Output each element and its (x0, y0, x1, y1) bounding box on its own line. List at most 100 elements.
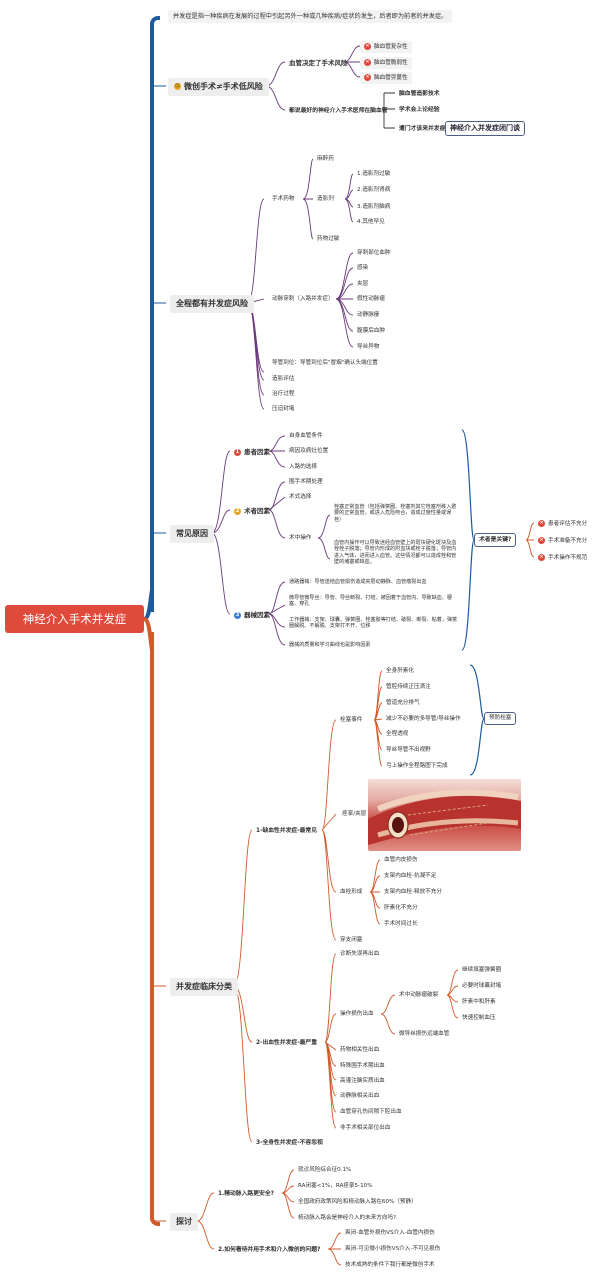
bleed-operation-node[interactable]: 操作损伤出血 (340, 1011, 374, 1017)
embolism-item-4[interactable]: 减少不必要的多导管/导丝操作 (386, 716, 461, 722)
systemic-group-node[interactable]: 3-全身性并发症-不容忽视 (256, 1140, 323, 1146)
rupture-item-3[interactable]: 肝素中和肝素 (462, 999, 496, 1005)
best-doctor-item-2[interactable]: 学术会上论经验 (399, 107, 440, 113)
device-item-3[interactable]: 工作器械：支架、球囊、弹簧圈、栓塞胶等打结、破裂、断裂、粘着，弹簧圈解脱、不解脱… (289, 617, 458, 630)
key-item-2[interactable]: ×手术准备不充分 (538, 537, 588, 544)
bleed-item-5[interactable]: 血管穿孔伤间隙下腔出血 (340, 1109, 402, 1115)
contrast-item-4[interactable]: 4.其他罕见 (357, 219, 385, 225)
wire-injury-node[interactable]: 微导丝损伤远端血管 (399, 1031, 450, 1037)
contrast-item-1[interactable]: 1.造影剂过敏 (357, 171, 391, 177)
vessel-risk-node[interactable]: 血管决定了手术风险 (289, 59, 348, 67)
doctor-item-2[interactable]: 术式选择 (289, 494, 312, 500)
thrombosis-item-1[interactable]: 血管内皮损伤 (384, 857, 418, 863)
doctor-item-1[interactable]: 围手术期处理 (289, 479, 323, 485)
contrast-node[interactable]: 造影剂 (317, 196, 334, 202)
drug-allergy-node[interactable]: 药物过敏 (317, 236, 340, 242)
best-doctor-item-3[interactable]: 遭门才该来并发症 (399, 126, 446, 132)
thrombosis-node[interactable]: 血栓形成 (340, 889, 363, 895)
contrast-item-2[interactable]: 2.造影剂肾病 (357, 187, 391, 193)
embolism-item-2[interactable]: 管腔持续正压滴注 (386, 684, 431, 690)
doctor-item-3[interactable]: 术中操作 (289, 535, 312, 541)
intra-op-detail-2: 血管内操作可以导致迷经血管壁上的斑块硬化斑块及血栓栓子脱落；导管内形成的附血块或… (334, 540, 457, 566)
bleed-item-6[interactable]: 非手术相关部位出血 (340, 1125, 391, 1131)
contrast-item-3[interactable]: 3.造影剂脑病 (357, 204, 391, 210)
catheter-position-node[interactable]: 导管到位：导管到位后"冒烟"确认头端位置 (272, 360, 378, 366)
x-circle-icon: × (538, 537, 545, 544)
treatment-process-node[interactable]: 治疗过程 (272, 391, 295, 397)
embolism-item-6[interactable]: 导丝导管不出视野 (386, 747, 431, 753)
closed-door-talk-box[interactable]: 神经介入并发症闭门谈 (445, 121, 525, 136)
bleed-item-3[interactable]: 高灌注脑实质出血 (340, 1078, 385, 1084)
section-common-causes[interactable]: 常见原因 (170, 525, 214, 543)
prevent-embolism-box[interactable]: 预防栓塞 (484, 712, 517, 725)
section-minimal-invasive[interactable]: ☹微创手术≠手术低风险 (168, 78, 269, 96)
hemorrhagic-group-node[interactable]: 2-出血性并发症-最严重 (256, 1040, 318, 1046)
blue-branch-bar (150, 16, 160, 612)
section-full-risk[interactable]: 全程都有并发症风险 (170, 295, 254, 313)
vessel-risk-item-3[interactable]: ×脑血管弥蔓性 (360, 72, 412, 84)
embolism-item-3[interactable]: 管道充分排气 (386, 700, 420, 706)
embolism-item-1[interactable]: 全身肝素化 (386, 668, 414, 674)
q1-item-3[interactable]: 全国政府政策风险和桡动脉入路在60%（预静） (298, 1199, 417, 1205)
section-clinical-classification[interactable]: 并发症临床分类 (170, 978, 238, 996)
q2-item-1[interactable]: 爽闭-血管外损伤VS介入-血管内损伤 (345, 1230, 435, 1236)
surgeon-key-box[interactable]: 术者是关键? (474, 533, 517, 547)
q1-item-2[interactable]: RA闭塞<1%，RA痉挛5-10% (298, 1183, 373, 1189)
bleed-item-4[interactable]: 动静脉相关出血 (340, 1093, 380, 1099)
puncture-item-4[interactable]: 假性动脉瘤 (357, 296, 385, 302)
device-item-1[interactable]: 通路器械：导管送结血管损伤造成夹层动静脉、血管瘤裂出血 (289, 579, 427, 585)
vessel-risk-item-1[interactable]: ×脑血管复杂性 (360, 41, 412, 53)
angiography-eval-node[interactable]: 造影评估 (272, 376, 295, 382)
question-2-node[interactable]: 2.如何看待并用手术和介入微创的问题? (218, 1247, 321, 1253)
best-doctor-node[interactable]: 都说最好的神经介入手术医师在脑血管 (289, 108, 388, 114)
bleed-item-2[interactable]: 特殊围手术期出血 (340, 1063, 385, 1069)
bleed-misdiagnosis[interactable]: 诊断失误再出血 (340, 951, 380, 957)
thrombosis-item-5[interactable]: 手术时间过长 (384, 921, 418, 927)
warning-face-icon: ☹ (174, 83, 181, 90)
key-item-3[interactable]: ×手术操作不规范 (538, 554, 588, 561)
aneurysm-rupture-node[interactable]: 术中动脉瘤破裂 (399, 992, 439, 998)
puncture-item-5[interactable]: 动静脉瘘 (357, 312, 380, 318)
rupture-item-4[interactable]: 快速控制血压 (462, 1015, 496, 1021)
dissection-node[interactable]: 痉挛/夹层 (342, 811, 367, 817)
patient-item-1[interactable]: 自身血管条件 (289, 433, 323, 439)
embolism-item-5[interactable]: 全程透视 (386, 731, 409, 737)
compression-node[interactable]: 压迫封堵 (272, 406, 295, 412)
bleed-item-1[interactable]: 药物相关性出血 (340, 1047, 380, 1053)
vessel-risk-item-2[interactable]: ×脑血管脆弱性 (360, 57, 412, 69)
perforator-node[interactable]: 穿支闭塞 (340, 937, 363, 943)
q2-item-3[interactable]: 技术成熟的条件下我行都是微创手术 (345, 1262, 435, 1268)
rupture-item-2[interactable]: 必要时球囊封堵 (462, 983, 502, 989)
patient-item-3[interactable]: 入路的选择 (289, 464, 317, 470)
puncture-item-6[interactable]: 腹膜后血肿 (357, 328, 385, 334)
puncture-item-1[interactable]: 穿刺部位血肿 (357, 250, 391, 256)
anesthetic-node[interactable]: 麻醉药 (317, 156, 334, 162)
puncture-item-7[interactable]: 导丝异物 (357, 344, 380, 350)
puncture-item-3[interactable]: 夹层 (357, 281, 369, 287)
q1-item-1[interactable]: 就诊风险综合征0.1% (298, 1167, 352, 1173)
thrombosis-item-3[interactable]: 支架内血栓-释放不充分 (384, 889, 442, 895)
vessel-plaque-image (368, 779, 521, 851)
root-node[interactable]: 神经介入手术并发症 (5, 605, 144, 633)
embolism-node[interactable]: 栓塞事件 (340, 717, 363, 723)
best-doctor-item-1[interactable]: 脑血管造影技术 (399, 91, 440, 97)
thrombosis-item-4[interactable]: 肝素化不充分 (384, 905, 418, 911)
patient-item-2[interactable]: 病因及病灶位置 (289, 448, 329, 454)
ischemic-group-node[interactable]: 1-缺血性并发症-最常见 (256, 828, 318, 834)
question-1-node[interactable]: 1.精动脉入路更安全? (218, 1191, 274, 1197)
q2-item-2[interactable]: 爽闭-可见微小损伤VS介入-不可见损伤 (345, 1246, 441, 1252)
puncture-node[interactable]: 动脉穿刺（入路并发症） (272, 296, 334, 302)
embolism-item-7[interactable]: 弓上操作全程路图下完成 (386, 763, 448, 769)
rupture-item-1[interactable]: 继续填塞弹簧圈 (462, 967, 502, 973)
device-item-4[interactable]: 器械的质量和学习曲线也是影响因素 (289, 642, 371, 648)
thrombosis-item-2[interactable]: 支架内血栓-抗凝不足 (384, 873, 437, 879)
q1-item-4[interactable]: 桡动脉入路会是神经介入的未来方向吗? (298, 1215, 397, 1221)
puncture-item-2[interactable]: 感染 (357, 265, 369, 271)
key-item-1[interactable]: ×患者评估不充分 (538, 520, 588, 527)
section-discussion[interactable]: 探讨 (170, 1213, 198, 1231)
surgery-drug-node[interactable]: 手术药物 (272, 196, 295, 202)
device-item-2[interactable]: 微导管微导丝：导管、导丝断裂、打结、被固着于血管内、导致缺血、梗塞、穿孔 (289, 595, 453, 608)
